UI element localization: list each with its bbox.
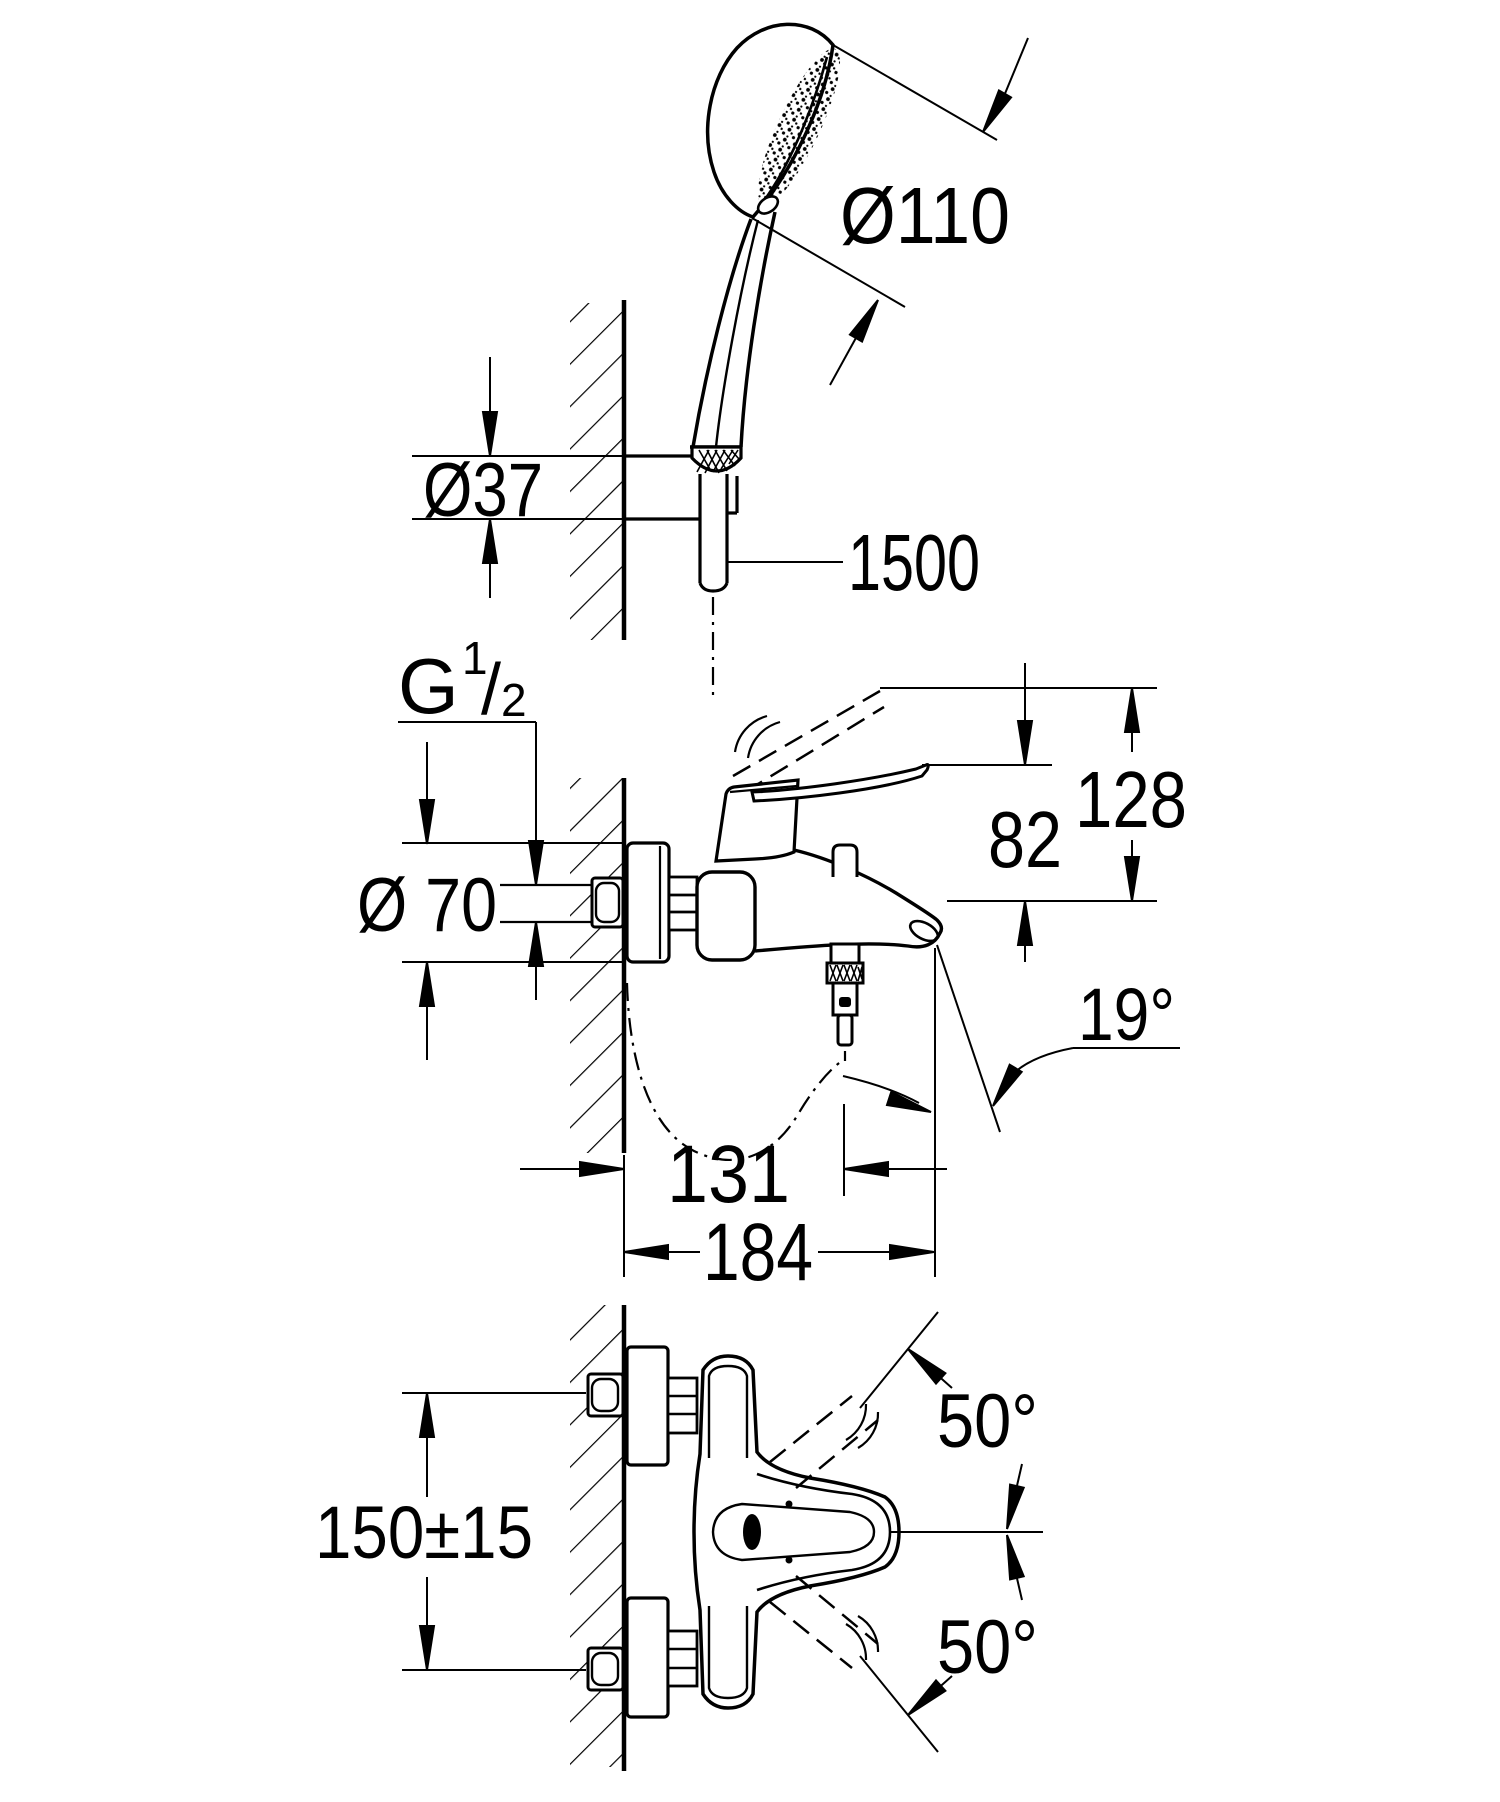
dim-lever-swing-angles [859, 1311, 1043, 1753]
rosette [625, 841, 671, 964]
dim-inlet-spacing [402, 1392, 586, 1671]
plan-lever-logo [743, 1514, 761, 1550]
label-head-diameter: Ø110 [840, 171, 1010, 260]
label-wall-to-aerator: 131 [667, 1129, 790, 1220]
label-thread-num: 1 [462, 632, 488, 684]
mixer-plan-view [586, 1345, 901, 1719]
hand-shower-view [624, 22, 841, 702]
spout [754, 848, 944, 953]
plan-inlets [586, 1345, 699, 1719]
body-muff [695, 870, 757, 962]
dim-projections [520, 1104, 947, 1277]
mixer-side-view [500, 689, 944, 1161]
label-holder-diameter: Ø37 [423, 448, 543, 533]
label-lever-swing-up: 50° [937, 1379, 1038, 1464]
hose-connector [825, 942, 865, 1061]
hex-union [667, 875, 699, 932]
lever [750, 763, 930, 803]
diverter-knob [831, 843, 859, 877]
label-spout-angle: 19° [1078, 973, 1175, 1056]
plan-lever-swung-up [769, 1395, 879, 1489]
label-lever-swing-down: 50° [937, 1605, 1038, 1690]
dim-lever-heights [880, 663, 1157, 962]
label-thread: G 1 / 2 [398, 632, 527, 730]
shower-handle [690, 211, 777, 449]
label-thread-slash: / [481, 650, 501, 730]
spray-face [757, 48, 841, 206]
lever-swing-arc [733, 714, 768, 753]
dim-spout-angle [842, 944, 1180, 1277]
label-projection: 184 [703, 1207, 813, 1298]
wall [570, 300, 627, 1771]
label-thread-den: 2 [501, 674, 527, 726]
label-lever-raised-height: 128 [1075, 755, 1187, 844]
spray-center [756, 195, 780, 215]
label-inlet-spacing: 150±15 [315, 1491, 533, 1574]
label-hose-length: 1500 [848, 518, 980, 607]
label-rosette-diameter: Ø 70 [357, 863, 497, 948]
lever-raised-dashed [732, 689, 885, 794]
wall-hatch-top [570, 303, 624, 640]
shower-holder [624, 445, 743, 702]
shower-head [705, 22, 841, 220]
plan-lever-contour [756, 1472, 892, 1592]
hose-nut-knurl [696, 449, 740, 474]
hose-nut [690, 445, 743, 473]
dim-thread-g12 [398, 721, 544, 1000]
hose-loop-centerline [625, 982, 844, 1161]
connector-knurl [829, 964, 863, 982]
dim-holder-diameter [412, 357, 624, 598]
dim-shower-head-diameter [751, 37, 1029, 386]
label-lever-height: 82 [988, 795, 1062, 884]
label-thread-g: G [398, 642, 459, 730]
dim-rosette-diameter [402, 742, 622, 1060]
concealed-union [590, 876, 625, 929]
plan-lever-swung-down [769, 1575, 879, 1669]
spout-outlet [908, 919, 940, 943]
plan-body [692, 1354, 901, 1710]
wall-hatch-middle [570, 778, 624, 1153]
